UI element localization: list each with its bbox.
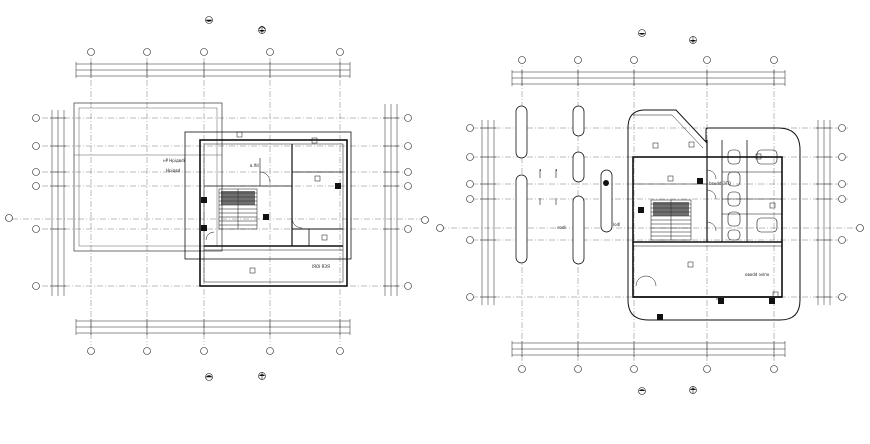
right-entrance-arrows xyxy=(539,169,557,205)
left-room-tags xyxy=(236,131,328,274)
left-stair-fill xyxy=(221,191,255,205)
left-top-dimensions xyxy=(75,62,351,78)
left-bottom-dimensions xyxy=(75,319,351,335)
right-top-dimensions xyxy=(511,70,786,86)
right-door-swings xyxy=(635,169,717,287)
right-building-walls xyxy=(627,109,801,321)
room-label-8: овоdd эvlпо xyxy=(745,272,770,277)
left-column-marks xyxy=(201,183,341,231)
right-room-tags xyxy=(652,141,779,298)
room-label-4: ІЯОІ ЯЭЯ xyxy=(312,264,330,269)
right-horizontal-grid-lines xyxy=(440,127,860,298)
right-floor-plan: лоdl Іоdl bвоdd ЭГО овоdd эvlпо xyxy=(436,29,864,395)
left-axis-bubbles xyxy=(32,48,412,355)
right-toilet-stalls xyxy=(727,149,778,241)
left-floor-plan: нР Нрідвdi Нрідвd в.lfd ІЯОІ ЯЭЯ xyxy=(5,16,429,381)
right-right-dimensions xyxy=(816,120,832,305)
room-label-1: нР Нрідвdi xyxy=(163,158,185,163)
right-section-marker-fills xyxy=(639,33,696,391)
room-label-6: Іоdl xyxy=(613,222,620,227)
left-section-markers xyxy=(5,16,429,381)
right-side-dimensions-left-plan xyxy=(383,104,399,296)
left-vertical-grid-lines xyxy=(90,58,341,345)
right-axis-bubbles xyxy=(466,56,846,373)
left-door-swings xyxy=(205,171,303,241)
left-building-walls xyxy=(184,131,352,287)
right-column-marks xyxy=(603,178,775,320)
right-pillars xyxy=(515,105,613,265)
left-section-marker-fills xyxy=(206,20,265,377)
left-side-dimensions xyxy=(50,110,66,296)
room-label-3: в.lfd xyxy=(250,163,259,168)
left-roof-outline xyxy=(73,102,223,252)
room-label-2: Нрідвd xyxy=(166,168,181,173)
room-label-7: bвоdd ЭГО xyxy=(709,181,731,186)
right-bottom-dimensions xyxy=(511,341,786,357)
right-stair-fill xyxy=(653,202,689,216)
room-label-5: лоdl xyxy=(557,225,566,230)
right-left-dimensions xyxy=(480,120,496,305)
